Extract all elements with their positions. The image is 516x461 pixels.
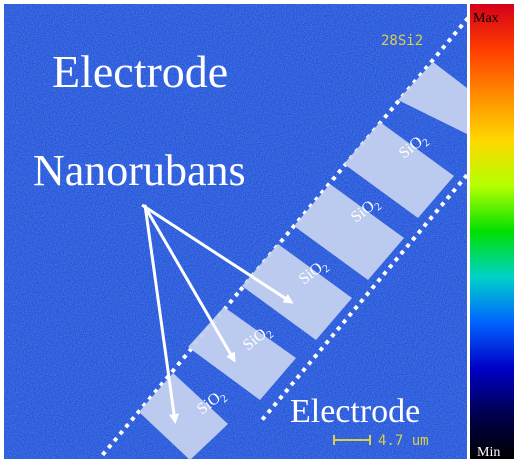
oxide-subscript: 2 bbox=[320, 262, 332, 275]
oxide-subscript: 2 bbox=[218, 392, 230, 405]
arrow bbox=[143, 204, 179, 424]
oxide-block: SiO2 bbox=[294, 184, 404, 280]
electrode-label-top: Electrode bbox=[52, 46, 228, 97]
colorbar-max-label: Max bbox=[473, 11, 499, 26]
oxide-block-partial bbox=[398, 62, 467, 134]
scale-bar-label: 4.7 um bbox=[378, 433, 429, 449]
oxide-subscript: 2 bbox=[372, 200, 384, 213]
arrow bbox=[141, 203, 294, 304]
oxide-subscript: 2 bbox=[420, 136, 432, 149]
colorbar-min-label: Min bbox=[477, 445, 500, 460]
scale-bar: 4.7 um bbox=[333, 433, 429, 449]
nanoribbons-label: Nanorubans bbox=[33, 146, 246, 195]
oxide-block: SiO2 bbox=[242, 244, 352, 340]
oxide-subscript: 2 bbox=[264, 328, 276, 341]
arrow bbox=[142, 204, 236, 363]
electrode-label-bottom: Electrode bbox=[290, 393, 420, 430]
isotope-label: 28Si2 bbox=[381, 33, 423, 49]
oxide-block: SiO2 bbox=[344, 122, 454, 218]
colorbar bbox=[470, 4, 514, 459]
arrows bbox=[141, 203, 294, 424]
